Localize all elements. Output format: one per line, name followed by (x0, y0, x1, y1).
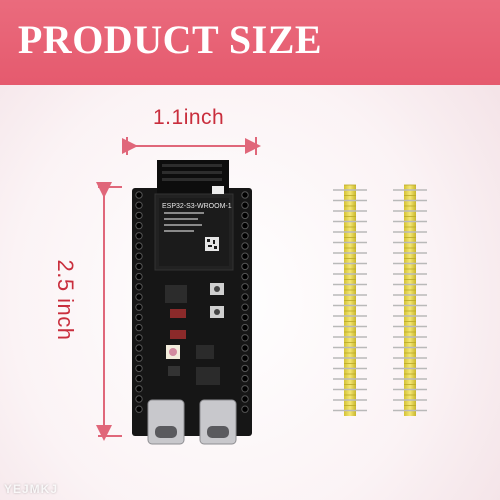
height-dimension-arrow (96, 182, 122, 441)
pin-header-strip (393, 184, 427, 416)
banner-title: PRODUCT SIZE (17, 17, 323, 62)
watermark: YEJMKJ (4, 482, 59, 496)
esp32-board (132, 160, 252, 445)
width-label: 1.1inch (153, 106, 225, 129)
usb-c-port (199, 399, 237, 445)
width-dimension-arrow (122, 137, 261, 155)
height-label: 2.5 inch (53, 259, 78, 341)
usb-c-port (147, 399, 185, 445)
module-label: ESP32-S3-WROOM-1 (162, 203, 232, 210)
pin-header-strip (333, 184, 367, 416)
title-banner (0, 0, 500, 85)
